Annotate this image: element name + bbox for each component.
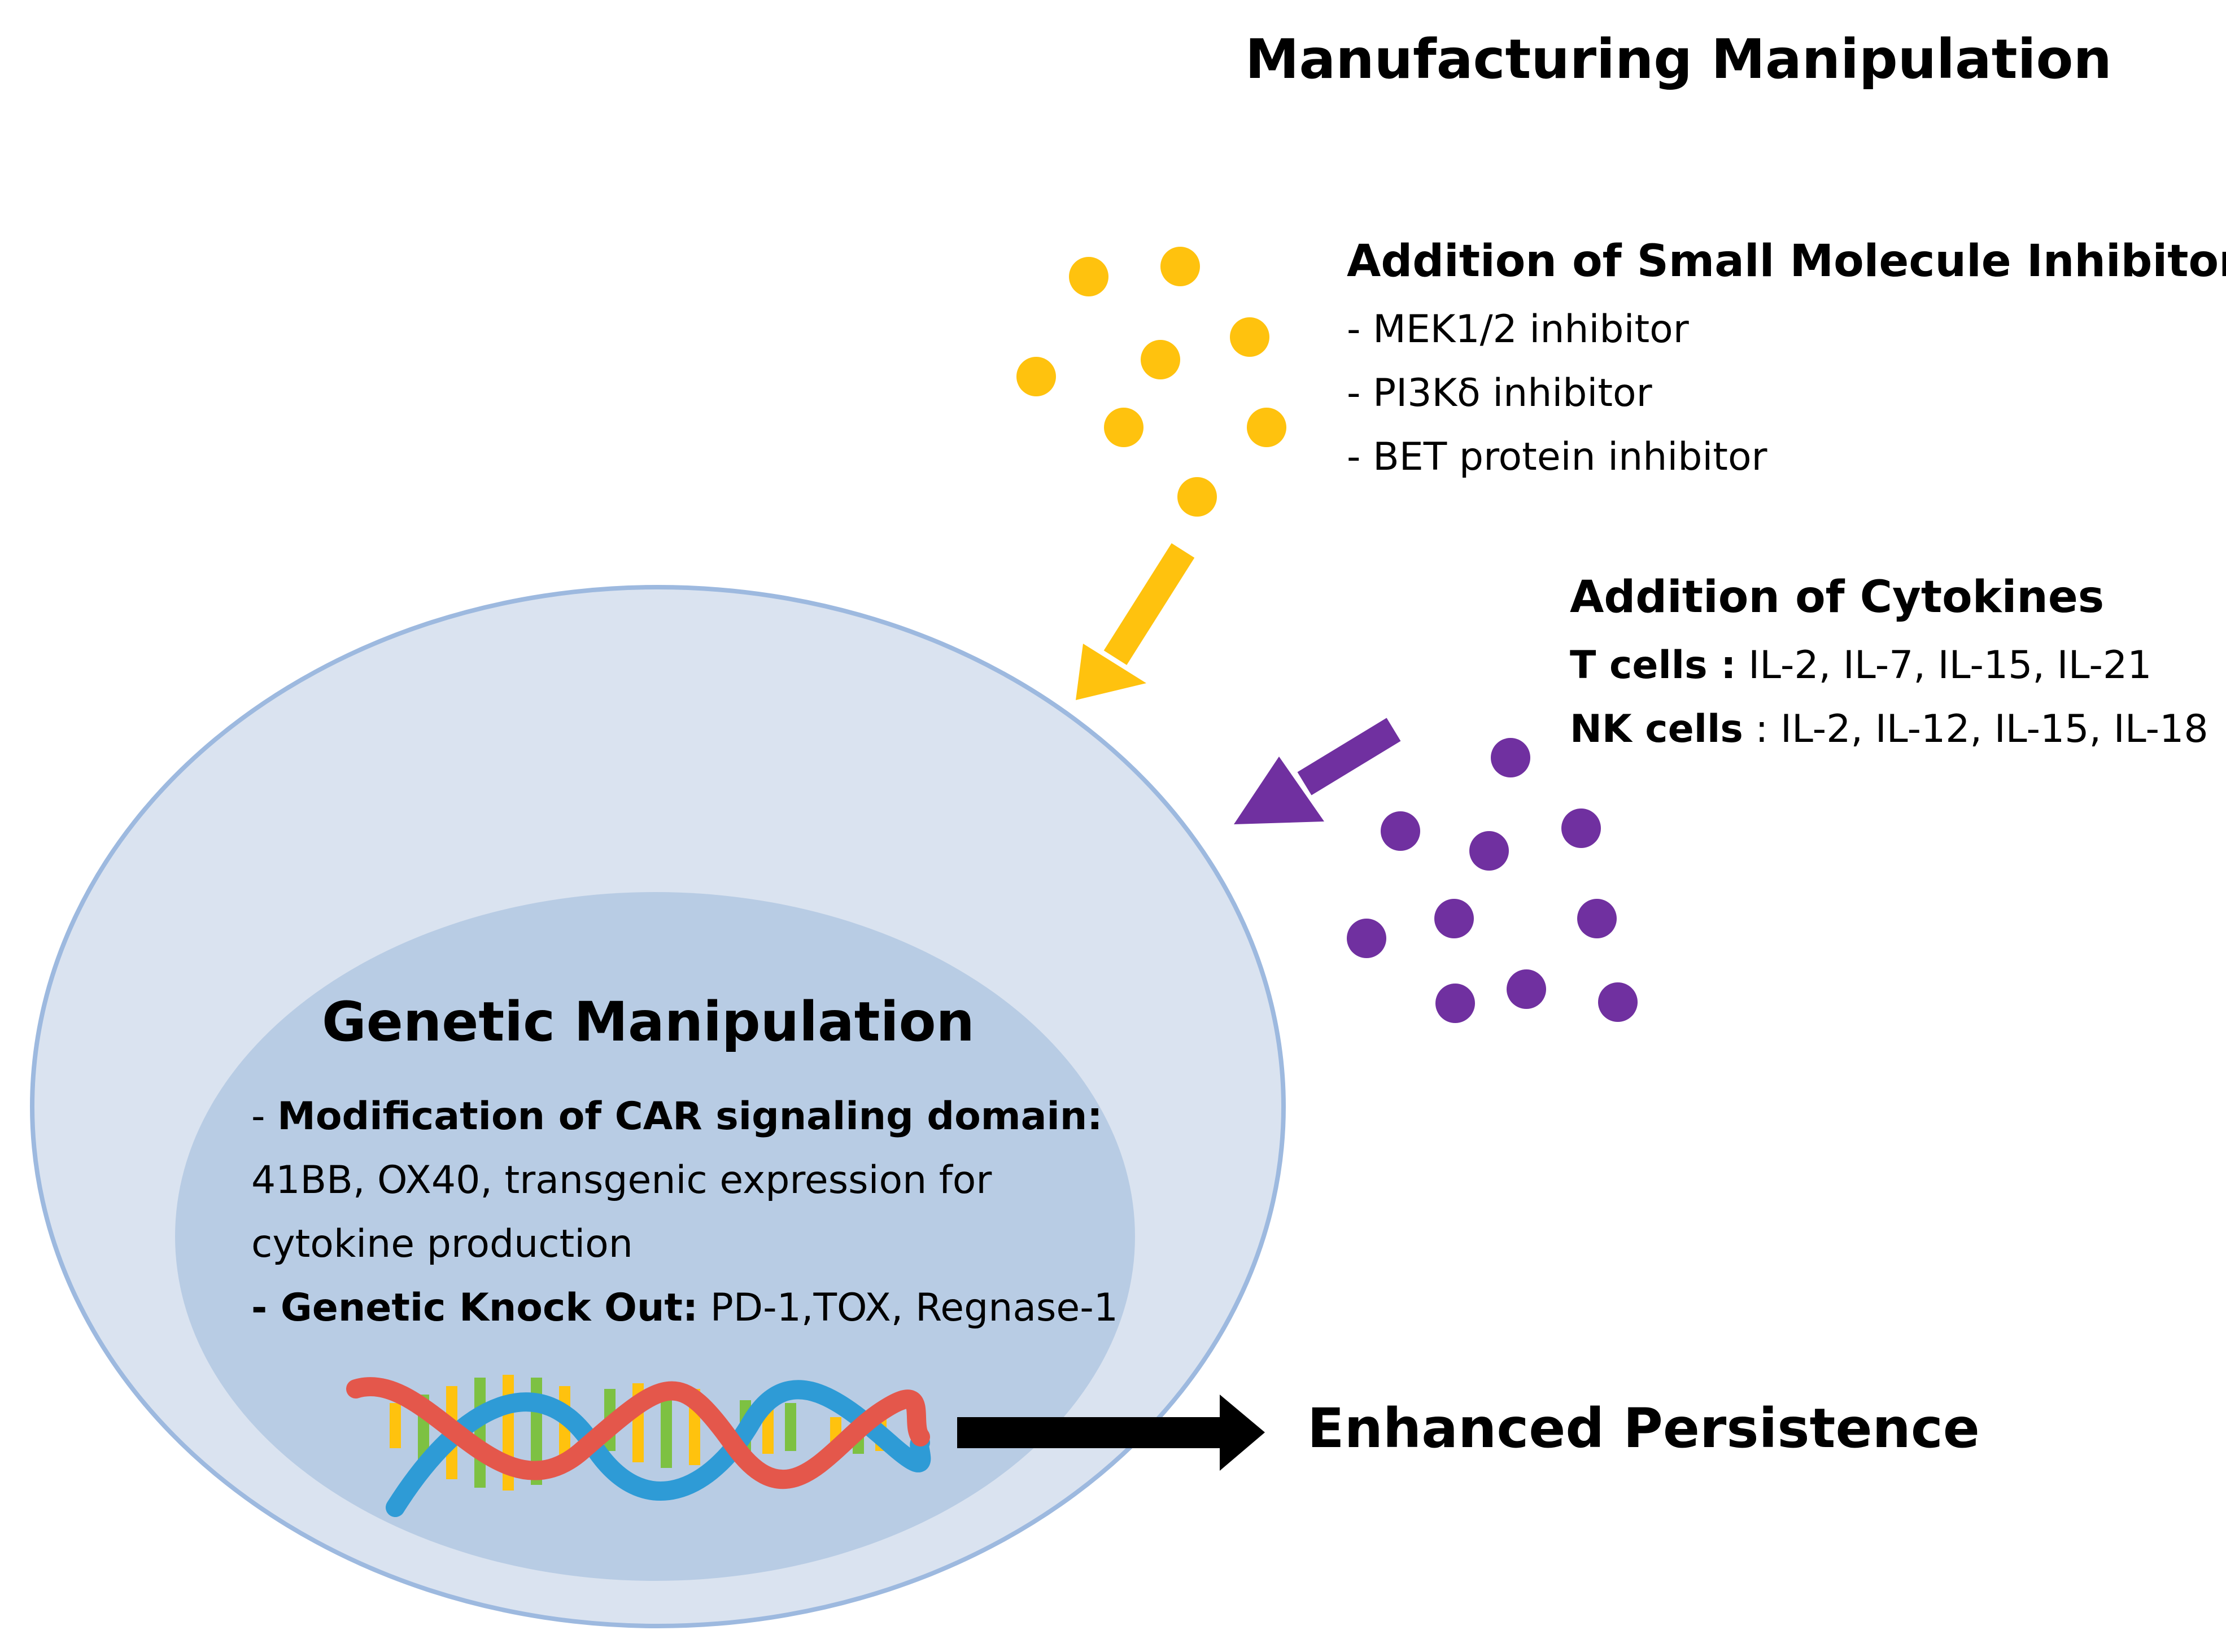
outcome-arrow bbox=[957, 1395, 1265, 1471]
inhibitor-dot bbox=[1177, 477, 1217, 517]
diagram-title: Manufacturing Manipulation bbox=[1245, 28, 2112, 91]
inhibitor-dot bbox=[1141, 340, 1180, 379]
inhibitor-dot bbox=[1104, 408, 1143, 447]
small-molecule-item: - BET protein inhibitor bbox=[1347, 434, 1767, 479]
modification-detail: cytokine production bbox=[251, 1222, 633, 1266]
inhibitor-arrow bbox=[1076, 543, 1195, 700]
inhibitor-dot bbox=[1247, 408, 1286, 447]
nk-cells-value: : IL-2, IL-12, IL-15, IL-18 bbox=[1743, 706, 2208, 751]
cytokine-dot bbox=[1434, 899, 1474, 938]
genetic-block: - Modification of CAR signaling domain: … bbox=[251, 1092, 1118, 1348]
knockout-label: - Genetic Knock Out: bbox=[251, 1286, 699, 1330]
modification-prefix: - bbox=[251, 1094, 278, 1139]
t-cells-label: T cells : bbox=[1570, 643, 1736, 688]
cytokine-dot bbox=[1381, 811, 1420, 851]
cytokine-molecules bbox=[1347, 738, 1638, 1023]
cytokine-dot bbox=[1469, 831, 1509, 871]
cytokine-dot bbox=[1507, 969, 1546, 1009]
t-cells-value: IL-2, IL-7, IL-15, IL-21 bbox=[1736, 643, 2152, 688]
outcome-label: Enhanced Persistence bbox=[1307, 1397, 1980, 1460]
cytokine-dot bbox=[1435, 984, 1475, 1023]
inhibitor-dot bbox=[1230, 317, 1269, 357]
inhibitor-dot bbox=[1016, 357, 1056, 396]
small-molecule-item: - MEK1/2 inhibitor bbox=[1347, 307, 1689, 352]
inhibitor-dot bbox=[1160, 247, 1200, 286]
cytokine-dot bbox=[1347, 919, 1386, 958]
cytokine-dot bbox=[1491, 738, 1530, 777]
inhibitor-molecules bbox=[1016, 247, 1286, 517]
knockout-line: - Genetic Knock Out: PD-1,TOX, Regnase-1 bbox=[251, 1284, 1118, 1332]
small-molecule-item: - PI3Kδ inhibitor bbox=[1347, 370, 1652, 416]
genetic-heading: Genetic Manipulation bbox=[322, 990, 975, 1054]
cytokine-arrow bbox=[1234, 718, 1401, 824]
inhibitor-dot bbox=[1069, 257, 1108, 296]
modification-detail: 41BB, OX40, transgenic expression for bbox=[251, 1158, 992, 1203]
dna-helix-icon bbox=[346, 1375, 931, 1517]
nk-cells-line: NK cells : IL-2, IL-12, IL-15, IL-18 bbox=[1570, 705, 2208, 753]
nk-cells-label: NK cells bbox=[1570, 706, 1743, 751]
small-molecule-heading: Addition of Small Molecule Inhibitor bbox=[1347, 236, 2226, 287]
cytokines-block: Addition of Cytokines T cells : IL-2, IL… bbox=[1570, 570, 2208, 769]
cytokine-dot bbox=[1577, 899, 1617, 938]
modification-line: - Modification of CAR signaling domain: bbox=[251, 1092, 1118, 1140]
t-cells-line: T cells : IL-2, IL-7, IL-15, IL-21 bbox=[1570, 641, 2208, 689]
knockout-value: PD-1,TOX, Regnase-1 bbox=[698, 1286, 1119, 1330]
cytokines-heading: Addition of Cytokines bbox=[1570, 572, 2105, 623]
cytokine-dot bbox=[1561, 808, 1601, 848]
modification-label: Modification of CAR signaling domain: bbox=[277, 1094, 1103, 1139]
small-molecule-block: Addition of Small Molecule Inhibitor - M… bbox=[1347, 234, 2226, 497]
cytokine-dot bbox=[1598, 982, 1638, 1022]
